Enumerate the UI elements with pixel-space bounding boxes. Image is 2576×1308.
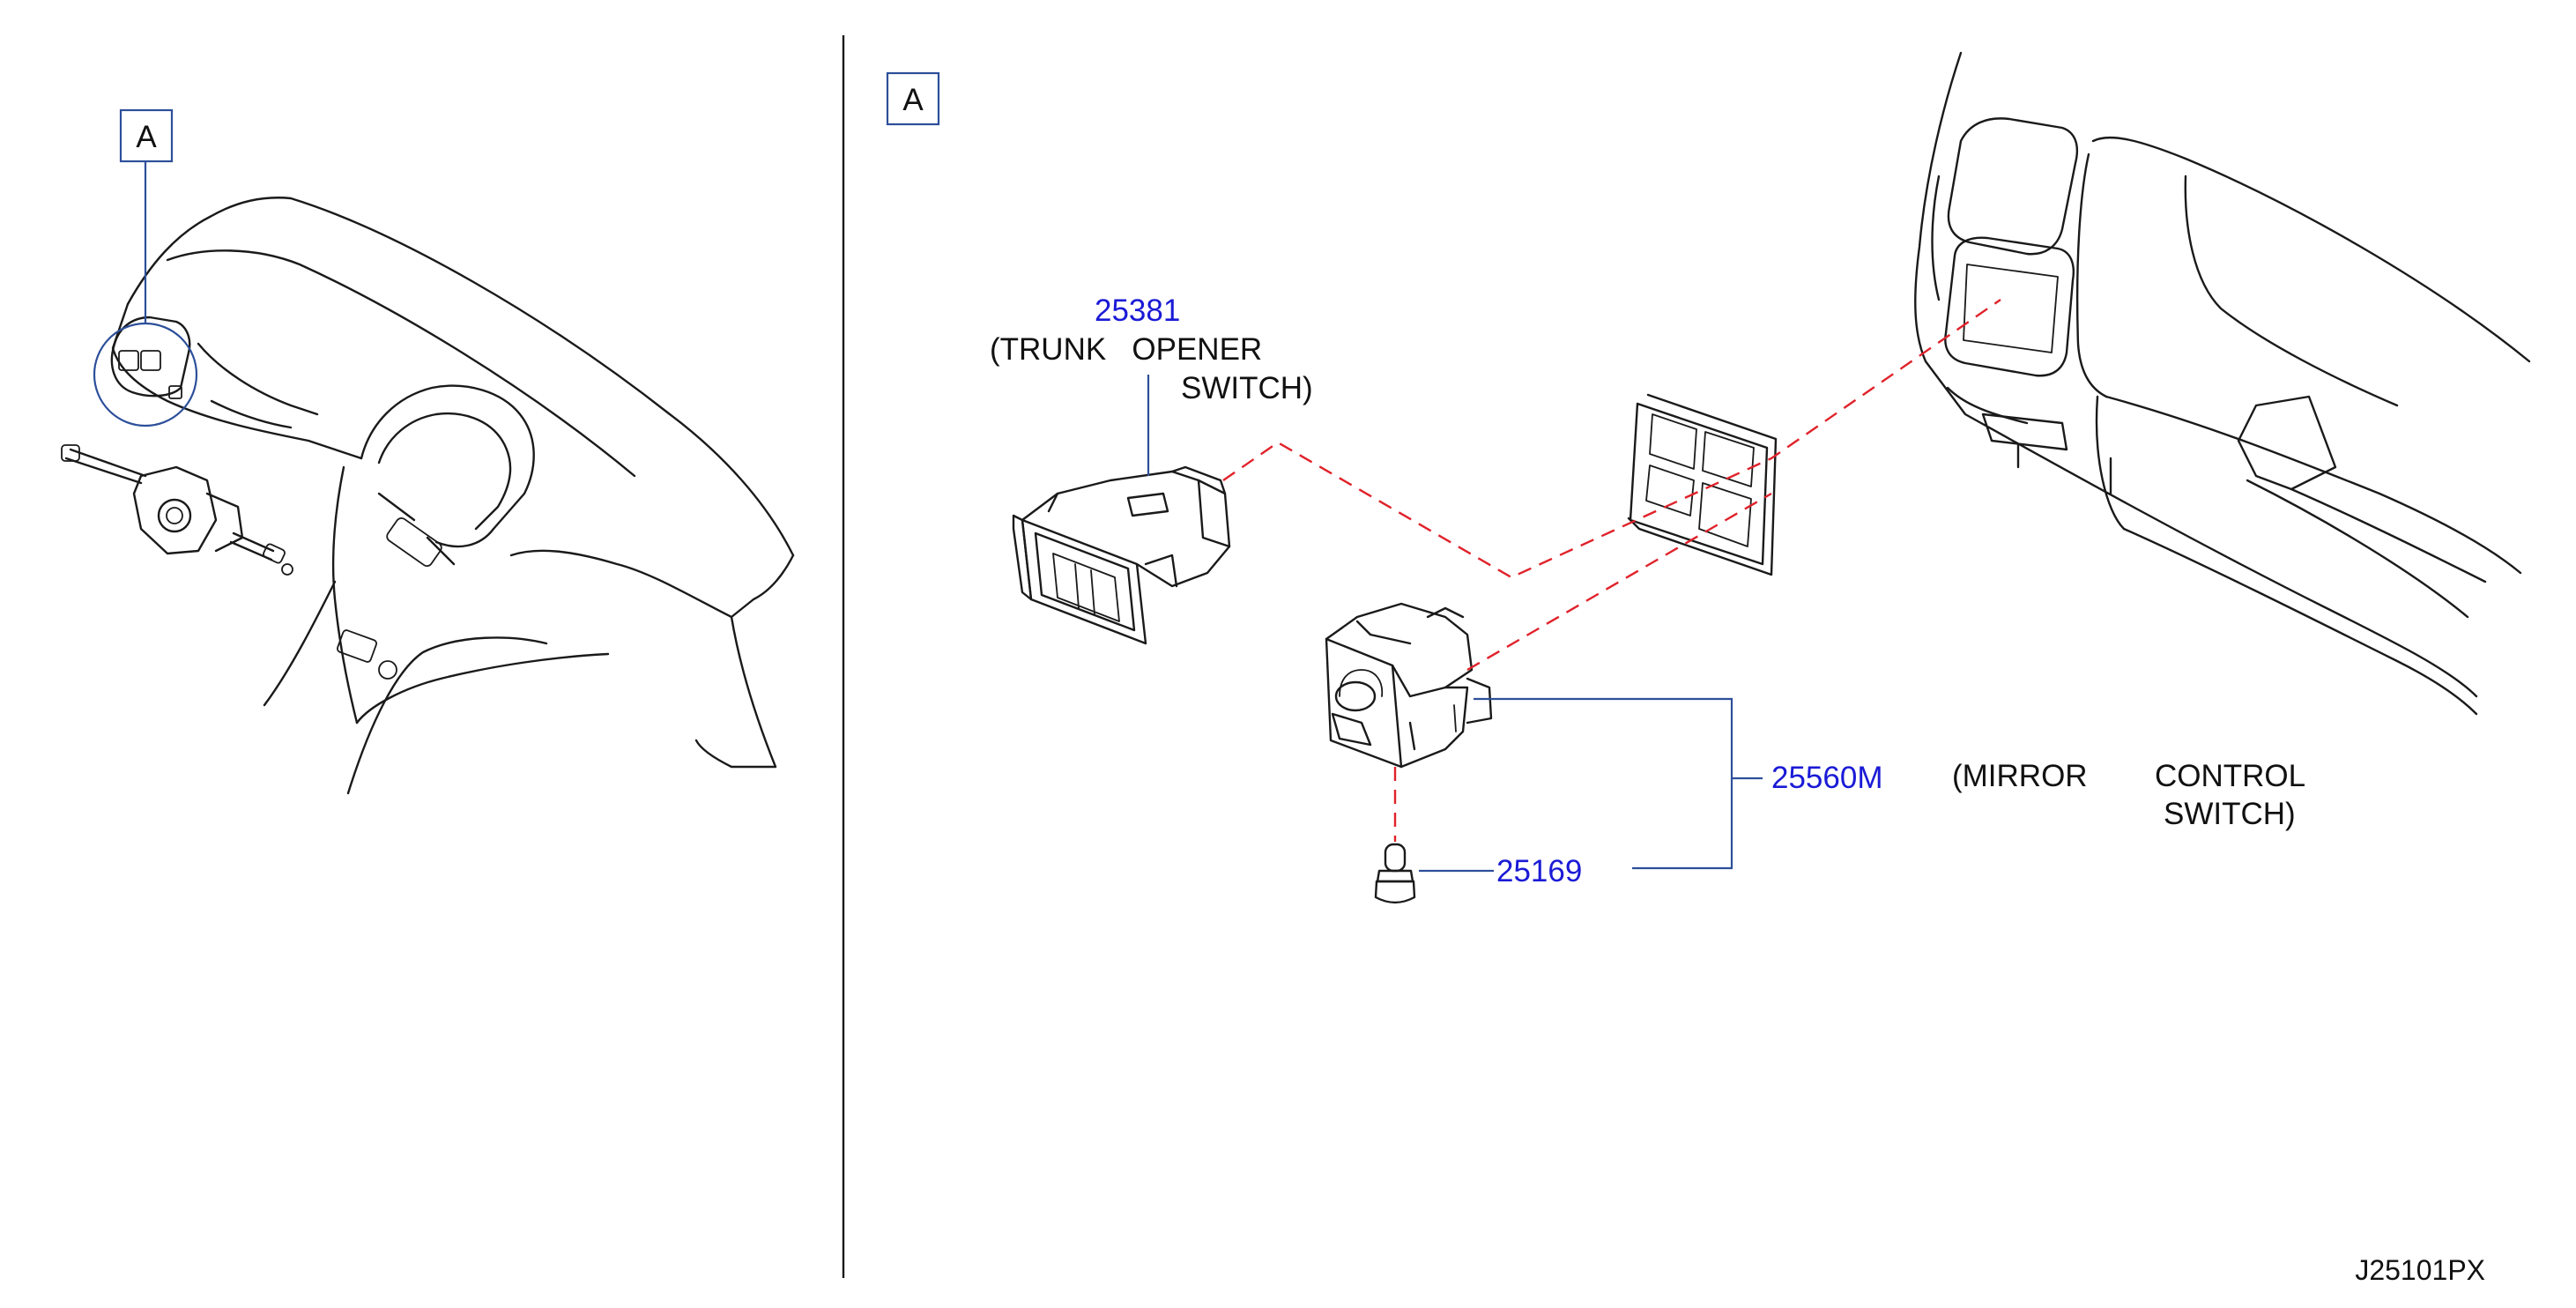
callout-a-right-box — [886, 71, 940, 126]
part-number-25560m: 25560M — [1771, 761, 1882, 795]
trunk-switch-assembly-line — [1222, 299, 2001, 579]
mirror-control-switch-illustration — [1325, 602, 1493, 769]
part-number-25169: 25169 — [1496, 854, 1582, 888]
part-description-mirror-switch: SWITCH) — [2164, 797, 2296, 831]
part-description-mirror: (MIRROR — [1952, 759, 2088, 793]
detail-area-circle — [93, 322, 198, 427]
figure-code: J25101PX — [2355, 1254, 2485, 1286]
trunk-opener-switch-illustration — [1012, 465, 1231, 645]
callout-a-left-box — [119, 108, 174, 163]
callout-a-right-label: A — [902, 83, 924, 117]
part-description-trunk-opener-line2: SWITCH) — [1181, 371, 1313, 405]
part-description-control: CONTROL — [2155, 759, 2305, 793]
dashboard-overview-illustration — [61, 197, 795, 795]
callout-a-left-label: A — [136, 120, 157, 154]
mirror-control-switch-leader — [1474, 697, 1733, 870]
bulb-socket-illustration — [1374, 843, 1416, 904]
part-number-25381: 25381 — [1095, 294, 1180, 328]
switch-bezel-illustration — [1627, 393, 1778, 576]
mirror-switch-assembly-line — [1466, 492, 1772, 672]
part-description-trunk-opener: (TRUNK OPENER — [990, 332, 1262, 367]
dashboard-detail-illustration — [1914, 51, 2531, 716]
combination-switch-illustration — [61, 444, 293, 576]
